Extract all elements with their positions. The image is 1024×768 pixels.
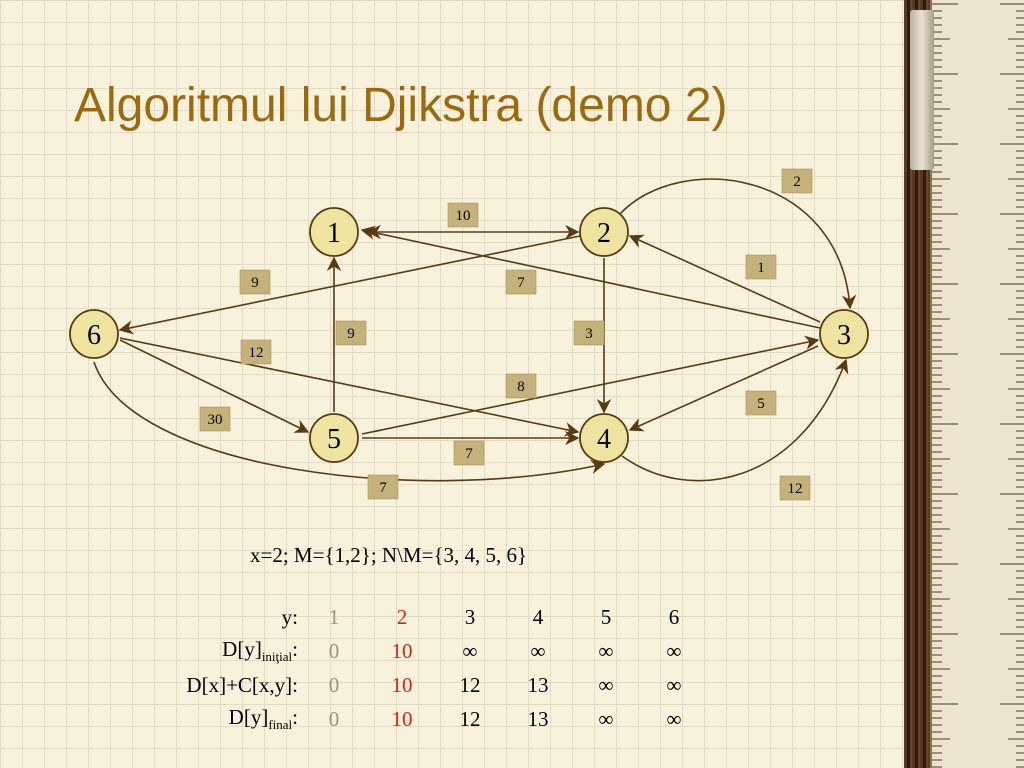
edge-6-4 [119, 337, 580, 437]
edge-weight-label: 9 [251, 275, 259, 291]
table-cell: 13 [527, 706, 549, 731]
edge-weight: 8 [505, 373, 537, 399]
table-cell: 0 [328, 672, 340, 697]
edge-3-4 [628, 345, 819, 432]
table-row: D[x]+C[x,y]: 0 10 12 13 ∞ ∞ [150, 668, 708, 702]
graph-node-4: 4 [579, 413, 629, 463]
table-cell: ∞ [530, 638, 546, 663]
edge-weight-label: 12 [788, 481, 803, 497]
edge-weight-label: 2 [793, 174, 801, 190]
edge-weight-label: 1 [757, 260, 765, 276]
distance-table: y: 1 2 3 4 5 6 D[y]iniţial: 0 10 ∞ ∞ ∞ ∞… [150, 600, 708, 736]
iteration-info: x=2; M={1,2}; N\M={3, 4, 5, 6} [250, 543, 528, 567]
row-label: y: [281, 604, 298, 629]
edge-weight: 5 [745, 390, 777, 416]
edge-weight-label: 12 [249, 345, 264, 361]
table-cell: 12 [459, 706, 481, 731]
node-label: 2 [597, 218, 611, 249]
graph-node-2: 2 [579, 207, 629, 257]
edge-weight: 7 [367, 474, 399, 500]
edge-weight-label: 3 [585, 326, 593, 342]
column-header: 6 [668, 604, 680, 629]
graph-node-3: 3 [819, 309, 869, 359]
edge-6-5 [119, 339, 310, 433]
table-cell: ∞ [666, 706, 682, 731]
table-row: D[y]final: 0 10 12 13 ∞ ∞ [150, 702, 708, 736]
node-label: 5 [327, 424, 341, 455]
graph-node-5: 5 [309, 413, 359, 463]
edge-weight-label: 10 [456, 208, 471, 224]
row-label: D[y]final: [228, 704, 298, 733]
edge-weight-label: 30 [208, 412, 223, 428]
table-row: D[y]iniţial: 0 10 ∞ ∞ ∞ ∞ [150, 634, 708, 668]
table-cell: ∞ [666, 672, 682, 697]
edge-weight: 9 [335, 320, 367, 346]
edge-3-1 [360, 225, 821, 329]
table-cell: ∞ [462, 638, 478, 663]
graph-node-1: 1 [309, 207, 359, 257]
table-cell: ∞ [598, 638, 614, 663]
edge-weight: 30 [199, 406, 231, 432]
table-cell: 10 [391, 638, 413, 663]
edge-weight: 2 [781, 168, 813, 194]
table-cell: 0 [328, 638, 340, 663]
edge-weight: 9 [239, 269, 271, 295]
edge-weight-label: 9 [347, 326, 355, 342]
edge-weight: 7 [505, 269, 537, 295]
column-header: 1 [328, 604, 340, 629]
edge-weight: 7 [453, 440, 485, 466]
column-header: 5 [600, 604, 612, 629]
table-cell: 10 [391, 672, 413, 697]
edge-4-3 [621, 358, 849, 482]
edge-weight-label: 5 [757, 396, 765, 412]
node-label: 3 [837, 320, 851, 351]
table-cell: 13 [527, 672, 549, 697]
edge-2-3 [619, 178, 857, 310]
edge-weight: 10 [447, 202, 479, 228]
column-header: 2 [396, 604, 408, 629]
node-label: 1 [327, 218, 341, 249]
column-header: 3 [464, 604, 476, 629]
table-cell: ∞ [598, 706, 614, 731]
column-header: 4 [532, 604, 544, 629]
ruler-clip [910, 10, 934, 170]
edge-weight: 3 [573, 320, 605, 346]
ruler-scale [930, 0, 1024, 768]
edge-5-3 [361, 335, 820, 435]
row-label: D[x]+C[x,y]: [186, 672, 298, 697]
row-label: D[y]iniţial: [222, 636, 298, 665]
table-row: y: 1 2 3 4 5 6 [150, 600, 708, 634]
edge-weight-label: 7 [465, 446, 473, 462]
table-cell: 12 [459, 672, 481, 697]
table-cell: ∞ [598, 672, 614, 697]
table-cell: 10 [391, 706, 413, 731]
edge-3-2 [628, 234, 821, 323]
node-label: 4 [597, 424, 611, 455]
edge-6-4 [93, 361, 606, 482]
edge-weight-label: 7 [517, 275, 525, 291]
edge-weight-label: 8 [517, 379, 525, 395]
page-title: Algoritmul lui Djikstra (demo 2) [74, 79, 728, 132]
node-label: 6 [87, 320, 101, 351]
ruler-decoration [904, 0, 1024, 768]
edge-weight: 12 [240, 339, 272, 365]
edge-weight-label: 7 [379, 480, 387, 496]
table-cell: 0 [328, 706, 340, 731]
edge-weight: 12 [779, 475, 811, 501]
edge-weight: 1 [745, 254, 777, 280]
table-cell: ∞ [666, 638, 682, 663]
edge-2-6 [118, 235, 581, 335]
graph-node-6: 6 [69, 309, 119, 359]
